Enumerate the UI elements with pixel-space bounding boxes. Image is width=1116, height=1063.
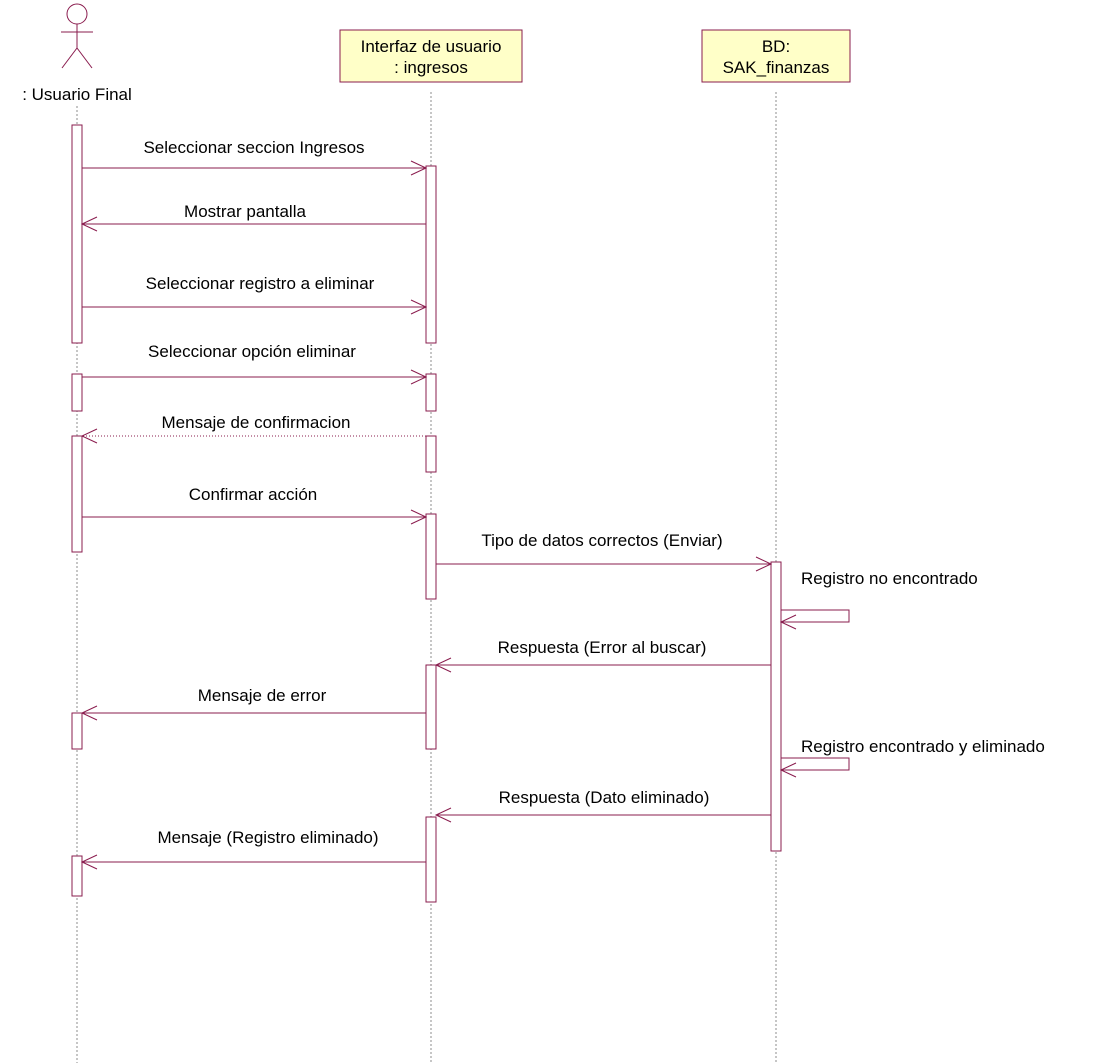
arrowhead bbox=[755, 556, 773, 572]
message-12[interactable]: Respuesta (Dato eliminado) bbox=[434, 788, 771, 823]
message-label: Registro encontrado y eliminado bbox=[801, 737, 1045, 756]
message-label: Tipo de datos correctos (Enviar) bbox=[481, 531, 722, 550]
message-8-self[interactable]: Registro no encontrado bbox=[779, 569, 978, 630]
message-3[interactable]: Seleccionar registro a eliminar bbox=[82, 274, 428, 315]
object-interfaz-ingresos[interactable]: Interfaz de usuario : ingresos bbox=[339, 29, 523, 83]
object-label-line-1: BD: bbox=[762, 37, 790, 56]
arrowhead bbox=[434, 807, 452, 823]
message-4[interactable]: Seleccionar opción eliminar bbox=[82, 342, 428, 385]
actor-label: : Usuario Final bbox=[22, 85, 132, 104]
message-2[interactable]: Mostrar pantalla bbox=[80, 202, 426, 232]
activation-interfaz-3 bbox=[425, 435, 437, 473]
message-11-self[interactable]: Registro encontrado y eliminado bbox=[779, 737, 1045, 778]
object-label-line-1: Interfaz de usuario bbox=[361, 37, 502, 56]
message-1[interactable]: Seleccionar seccion Ingresos bbox=[82, 138, 428, 176]
message-13[interactable]: Mensaje (Registro eliminado) bbox=[80, 828, 426, 870]
activation-interfaz-1 bbox=[425, 165, 437, 344]
object-label-line-2: SAK_finanzas bbox=[723, 58, 830, 77]
arrowhead bbox=[779, 614, 797, 630]
message-label: Mensaje de confirmacion bbox=[162, 413, 351, 432]
message-label: Seleccionar seccion Ingresos bbox=[143, 138, 364, 157]
activation-usuario-3 bbox=[71, 435, 83, 553]
object-box bbox=[339, 29, 523, 83]
arrowhead bbox=[80, 854, 98, 870]
message-label: Mensaje de error bbox=[198, 686, 327, 705]
message-10[interactable]: Mensaje de error bbox=[80, 686, 426, 721]
message-label: Seleccionar opción eliminar bbox=[148, 342, 356, 361]
message-label: Mostrar pantalla bbox=[184, 202, 306, 221]
actor-left-leg bbox=[61, 47, 78, 69]
message-line bbox=[781, 609, 850, 623]
message-6[interactable]: Confirmar acción bbox=[82, 485, 428, 525]
actor-head bbox=[66, 3, 88, 25]
arrowhead bbox=[80, 705, 98, 721]
message-label: Registro no encontrado bbox=[801, 569, 978, 588]
message-label: Respuesta (Dato eliminado) bbox=[499, 788, 710, 807]
object-box bbox=[701, 29, 851, 83]
message-label: Seleccionar registro a eliminar bbox=[146, 274, 375, 293]
activation-usuario-1 bbox=[71, 124, 83, 344]
message-9[interactable]: Respuesta (Error al buscar) bbox=[434, 638, 771, 673]
object-bd-sak-finanzas[interactable]: BD: SAK_finanzas bbox=[701, 29, 851, 83]
activation-usuario-5 bbox=[71, 855, 83, 897]
arrowhead bbox=[779, 762, 797, 778]
message-label: Respuesta (Error al buscar) bbox=[498, 638, 707, 657]
message-7[interactable]: Tipo de datos correctos (Enviar) bbox=[436, 531, 773, 572]
actor-right-leg bbox=[76, 47, 93, 69]
activation-interfaz-4 bbox=[425, 513, 437, 600]
object-label-line-2: : ingresos bbox=[394, 58, 468, 77]
arrowhead bbox=[410, 509, 428, 525]
message-line bbox=[781, 757, 850, 771]
actor-usuario-final[interactable]: : Usuario Final bbox=[22, 3, 132, 104]
arrowhead bbox=[434, 657, 452, 673]
arrowhead bbox=[410, 160, 428, 176]
message-5[interactable]: Mensaje de confirmacion bbox=[80, 413, 426, 444]
activation-interfaz-2 bbox=[425, 373, 437, 412]
activation-usuario-4 bbox=[71, 712, 83, 750]
activation-bd-1 bbox=[770, 561, 782, 852]
activation-interfaz-6 bbox=[425, 816, 437, 903]
arrowhead bbox=[80, 216, 98, 232]
message-label: Confirmar acción bbox=[189, 485, 318, 504]
arrowhead bbox=[80, 428, 98, 444]
arrowhead bbox=[410, 369, 428, 385]
activation-usuario-2 bbox=[71, 373, 83, 412]
arrowhead bbox=[410, 299, 428, 315]
message-label: Mensaje (Registro eliminado) bbox=[157, 828, 378, 847]
activation-interfaz-5 bbox=[425, 664, 437, 750]
